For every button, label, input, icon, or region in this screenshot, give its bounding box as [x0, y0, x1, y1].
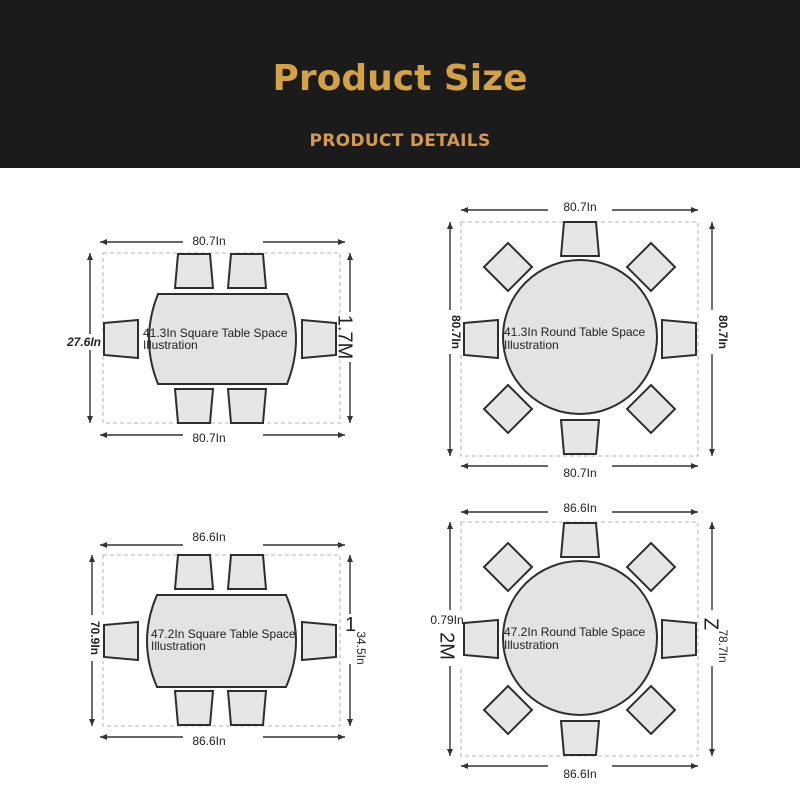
table-caption-line2: Illustration: [151, 639, 206, 653]
table-caption-line1: 41.3In Square Table Space: [143, 326, 288, 340]
chair: [227, 690, 267, 726]
dining-table: [502, 259, 658, 415]
chair: [227, 554, 267, 590]
chair: [661, 619, 697, 659]
chair: [463, 319, 499, 359]
table-caption-line1: 41.3In Round Table Space: [504, 325, 646, 339]
page-title: Product Size: [272, 58, 528, 99]
height-marker-z: Z: [700, 618, 722, 630]
left-height-label: 27.6In: [66, 335, 101, 349]
chair: [174, 253, 214, 289]
chair: [560, 221, 600, 257]
floor-area: [460, 521, 699, 757]
chair: [174, 388, 214, 424]
chair: [661, 319, 697, 359]
header-banner: Product Size PRODUCT DETAILS: [0, 0, 800, 168]
bottom-width-label: 86.6In: [192, 734, 225, 748]
bottom-width-label: 80.7In: [563, 466, 596, 480]
table-caption-line1: 47.2In Round Table Space: [504, 625, 646, 639]
top-width-label: 86.6In: [192, 530, 225, 544]
table-caption-line2: Illustration: [143, 338, 198, 352]
bottom-width-label: 80.7In: [192, 431, 225, 445]
diagram-rect-small: 80.7In 80.7In 27.6In 1.7M 41.3In Square …: [66, 232, 362, 445]
table-caption-line2: Illustration: [504, 338, 559, 352]
left-height-label: 80.7In: [449, 315, 463, 349]
right-height-label: 1.7M: [334, 315, 356, 359]
diagram-rect-large: 86.6In 86.6In 70.9In 1 34.5In 47.2In Squ…: [84, 528, 370, 748]
chair: [463, 619, 499, 659]
chair: [174, 554, 214, 590]
right-height-label: 80.7In: [716, 315, 730, 349]
left-height-label: 70.9In: [88, 621, 102, 655]
table-caption-line1: 47.2In Square Table Space: [151, 627, 296, 641]
chair: [560, 419, 600, 455]
chair: [227, 388, 267, 424]
chair: [301, 621, 337, 661]
chair: [227, 253, 267, 289]
top-width-label: 80.7In: [563, 200, 596, 214]
chair: [560, 720, 600, 756]
page-subtitle: PRODUCT DETAILS: [309, 131, 491, 151]
chair: [483, 384, 533, 434]
chair: [560, 522, 600, 558]
table-caption-line2: Illustration: [504, 638, 559, 652]
diagram-round-small: 80.7In 80.7In 80.7In 80.7In 41.3In Round…: [444, 200, 730, 480]
chair: [103, 319, 139, 359]
chair: [103, 621, 139, 661]
chair: [483, 685, 533, 735]
right-height-label: 34.5In: [354, 631, 368, 664]
chair: [301, 319, 337, 359]
left-height-metric-label: 2M: [436, 632, 458, 660]
right-height-label: 78.7In: [716, 629, 730, 662]
height-marker-tick: 1: [345, 614, 356, 636]
dining-table: [146, 594, 297, 688]
top-width-label: 80.7In: [192, 234, 225, 248]
left-height-label: 0.79In: [430, 613, 463, 627]
bottom-width-label: 86.6In: [563, 767, 596, 781]
dining-table: [502, 560, 658, 716]
diagram-round-large: 86.6In 86.6In 0.79In 2M Z 78.7In 47.2In …: [426, 500, 730, 783]
floor-area: [460, 221, 699, 457]
chair: [174, 690, 214, 726]
dining-table: [148, 293, 297, 385]
top-width-label: 86.6In: [563, 501, 596, 515]
